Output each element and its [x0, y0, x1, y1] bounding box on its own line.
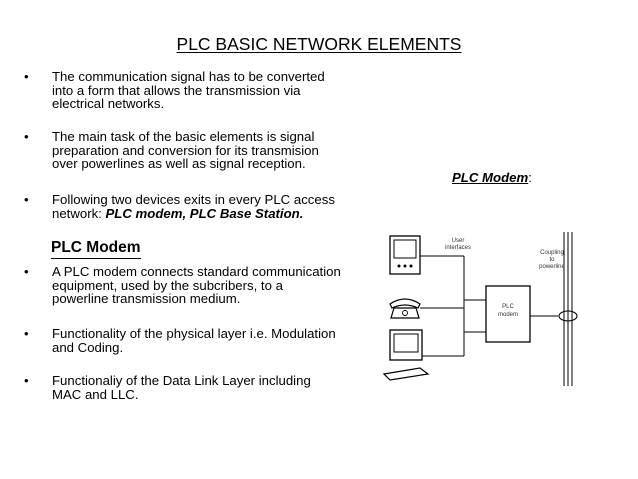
user-interfaces-label-line1: User: [452, 238, 465, 244]
bullet-dot: •: [24, 373, 29, 388]
bullet-line: network: PLC modem, PLC Base Station.: [52, 205, 335, 221]
figure-caption-title: PLC Modem: [452, 170, 529, 185]
bullet-line: into a form that allows the transmission…: [52, 82, 301, 98]
bullet-line: powerline transmission medium.: [52, 291, 241, 307]
modem-label-line2: modem: [498, 312, 518, 318]
bullet-dot: •: [24, 69, 29, 84]
bullet-dot: •: [24, 326, 29, 341]
slide-title: PLC BASIC NETWORK ELEMENTS: [176, 34, 462, 54]
coupling-label-line2: to: [549, 257, 555, 263]
bullet-line: Functionality of the physical layer i.e.…: [52, 326, 336, 341]
modem-label-line1: PLC: [502, 304, 514, 310]
figure-caption: PLC Modem:: [452, 170, 532, 185]
section-heading-plc-modem: PLC Modem: [51, 239, 141, 259]
bullet-line: equipment, used by the subcribers, to a: [52, 277, 283, 293]
telephone-icon: [389, 298, 421, 319]
coupling-label-line3: powerline: [539, 264, 565, 270]
bullet-line: The main task of the basic elements is s…: [52, 129, 315, 144]
bullet-line: MAC and LLC.: [52, 386, 139, 402]
powerline-lines: [563, 232, 573, 386]
plc-modem-diagram: PLC modem User interfaces Coupling to po…: [382, 232, 578, 386]
bullet-line: over powerlines as well as signal recept…: [52, 156, 306, 172]
connection-lines: [420, 255, 558, 357]
bullet-dot: •: [24, 264, 29, 279]
bullet-emphasis-text: PLC modem, PLC Base Station.: [105, 205, 304, 221]
bullet-dot: •: [24, 192, 29, 207]
bullet-line: The communication signal has to be conve…: [52, 69, 325, 84]
figure-caption-suffix: :: [528, 170, 532, 185]
bullet-line: Functionaliy of the Data Link Layer incl…: [52, 373, 311, 388]
bullet-dot: •: [24, 129, 29, 144]
bullet-plain-text: network:: [52, 205, 106, 221]
bullet-line: electrical networks.: [52, 96, 165, 112]
bullet-line: A PLC modem connects standard communicat…: [52, 264, 341, 279]
user-interfaces-label-line2: interfaces: [445, 245, 471, 251]
bullet-line: preparation and conversion for its trans…: [52, 142, 319, 158]
plc-modem-box: [485, 285, 531, 343]
monitor-icon-top: [389, 235, 421, 275]
bullet-line: and Coding.: [52, 339, 124, 355]
computer-icon: [382, 329, 430, 381]
coupling-label-line1: Coupling: [540, 250, 564, 256]
bullet-line: Following two devices exits in every PLC…: [52, 192, 335, 207]
